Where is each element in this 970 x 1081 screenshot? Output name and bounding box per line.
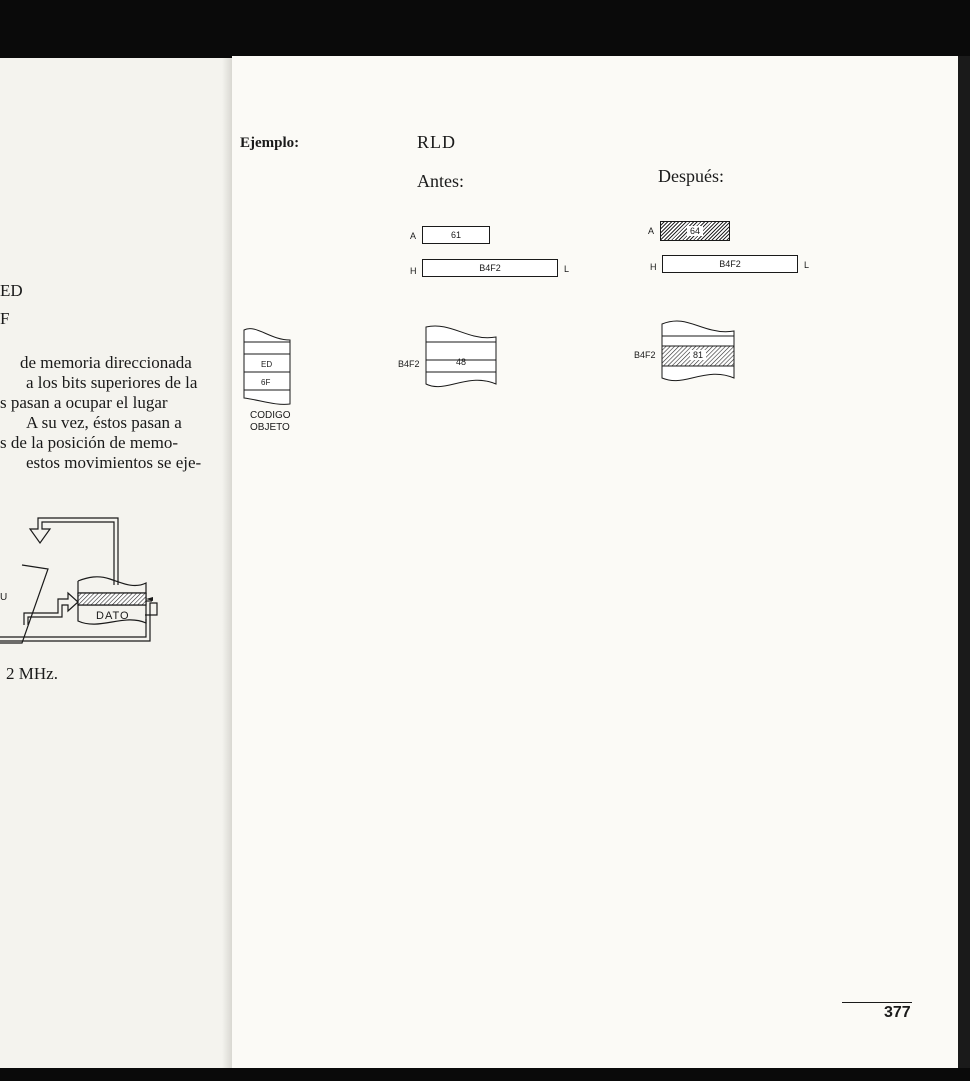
- object-code-diagram: [243, 328, 291, 405]
- after-label: Después:: [658, 166, 724, 186]
- example-label: Ejemplo:: [240, 135, 300, 151]
- before-mem-address: B4F2: [398, 359, 420, 369]
- object-code-byte-2: 6F: [261, 378, 271, 387]
- after-mem-value: 81: [690, 350, 707, 360]
- paragraph-line-1: de memoria direccionada: [20, 353, 192, 372]
- cpu-label: U: [0, 592, 8, 603]
- before-mem-value: 48: [456, 357, 467, 367]
- right-page: Ejemplo: RLD Antes: Después: A 61 H B4F2…: [232, 56, 960, 1068]
- right-page-edge: [958, 56, 970, 1068]
- after-reg-hl-box: B4F2: [662, 255, 798, 273]
- paragraph-line-3: s pasan a ocupar el lugar: [0, 393, 168, 412]
- object-code-caption-line-2: OBJETO: [250, 422, 290, 433]
- after-reg-a-box: 64: [660, 221, 730, 241]
- page-number: 377: [884, 1004, 911, 1021]
- after-reg-a-label: A: [648, 226, 655, 236]
- before-memory-cell: [425, 325, 497, 388]
- before-reg-hl-value: B4F2: [479, 263, 501, 273]
- after-reg-h-label: H: [650, 262, 657, 272]
- object-code-byte-1: ED: [261, 360, 273, 369]
- instruction-label: RLD: [417, 132, 456, 152]
- after-reg-hl-value: B4F2: [719, 259, 741, 269]
- after-memory-cell: [661, 320, 735, 382]
- footer-rule: [842, 1002, 912, 1003]
- before-reg-h-label: H: [410, 266, 417, 276]
- object-code-caption-line-1: CODIGO: [250, 410, 291, 421]
- after-mem-address: B4F2: [634, 350, 656, 360]
- before-label: Antes:: [417, 171, 464, 191]
- clock-text: 2 MHz.: [6, 664, 58, 683]
- after-reg-l-label: L: [804, 260, 810, 270]
- before-reg-a-box: 61: [422, 226, 490, 244]
- before-reg-a-value: 61: [450, 230, 461, 240]
- code-line-ed: ED: [0, 281, 23, 300]
- before-reg-l-label: L: [564, 264, 570, 274]
- paragraph-line-6: estos movimientos se eje-: [26, 453, 202, 472]
- paragraph-line-5: s de la posición de memo-: [0, 433, 178, 452]
- paragraph-line-4: A su vez, éstos pasan a: [26, 413, 182, 432]
- rld-flow-diagram: [0, 517, 158, 644]
- before-reg-a-label: A: [410, 231, 417, 241]
- left-page: ED F de memoria direccionada a los bits …: [0, 58, 232, 1068]
- data-label: DATO: [96, 610, 130, 622]
- after-reg-a-value: 64: [686, 226, 703, 236]
- before-reg-hl-box: B4F2: [422, 259, 558, 277]
- code-line-f: F: [0, 309, 10, 328]
- paragraph-line-2: a los bits superiores de la: [26, 373, 198, 392]
